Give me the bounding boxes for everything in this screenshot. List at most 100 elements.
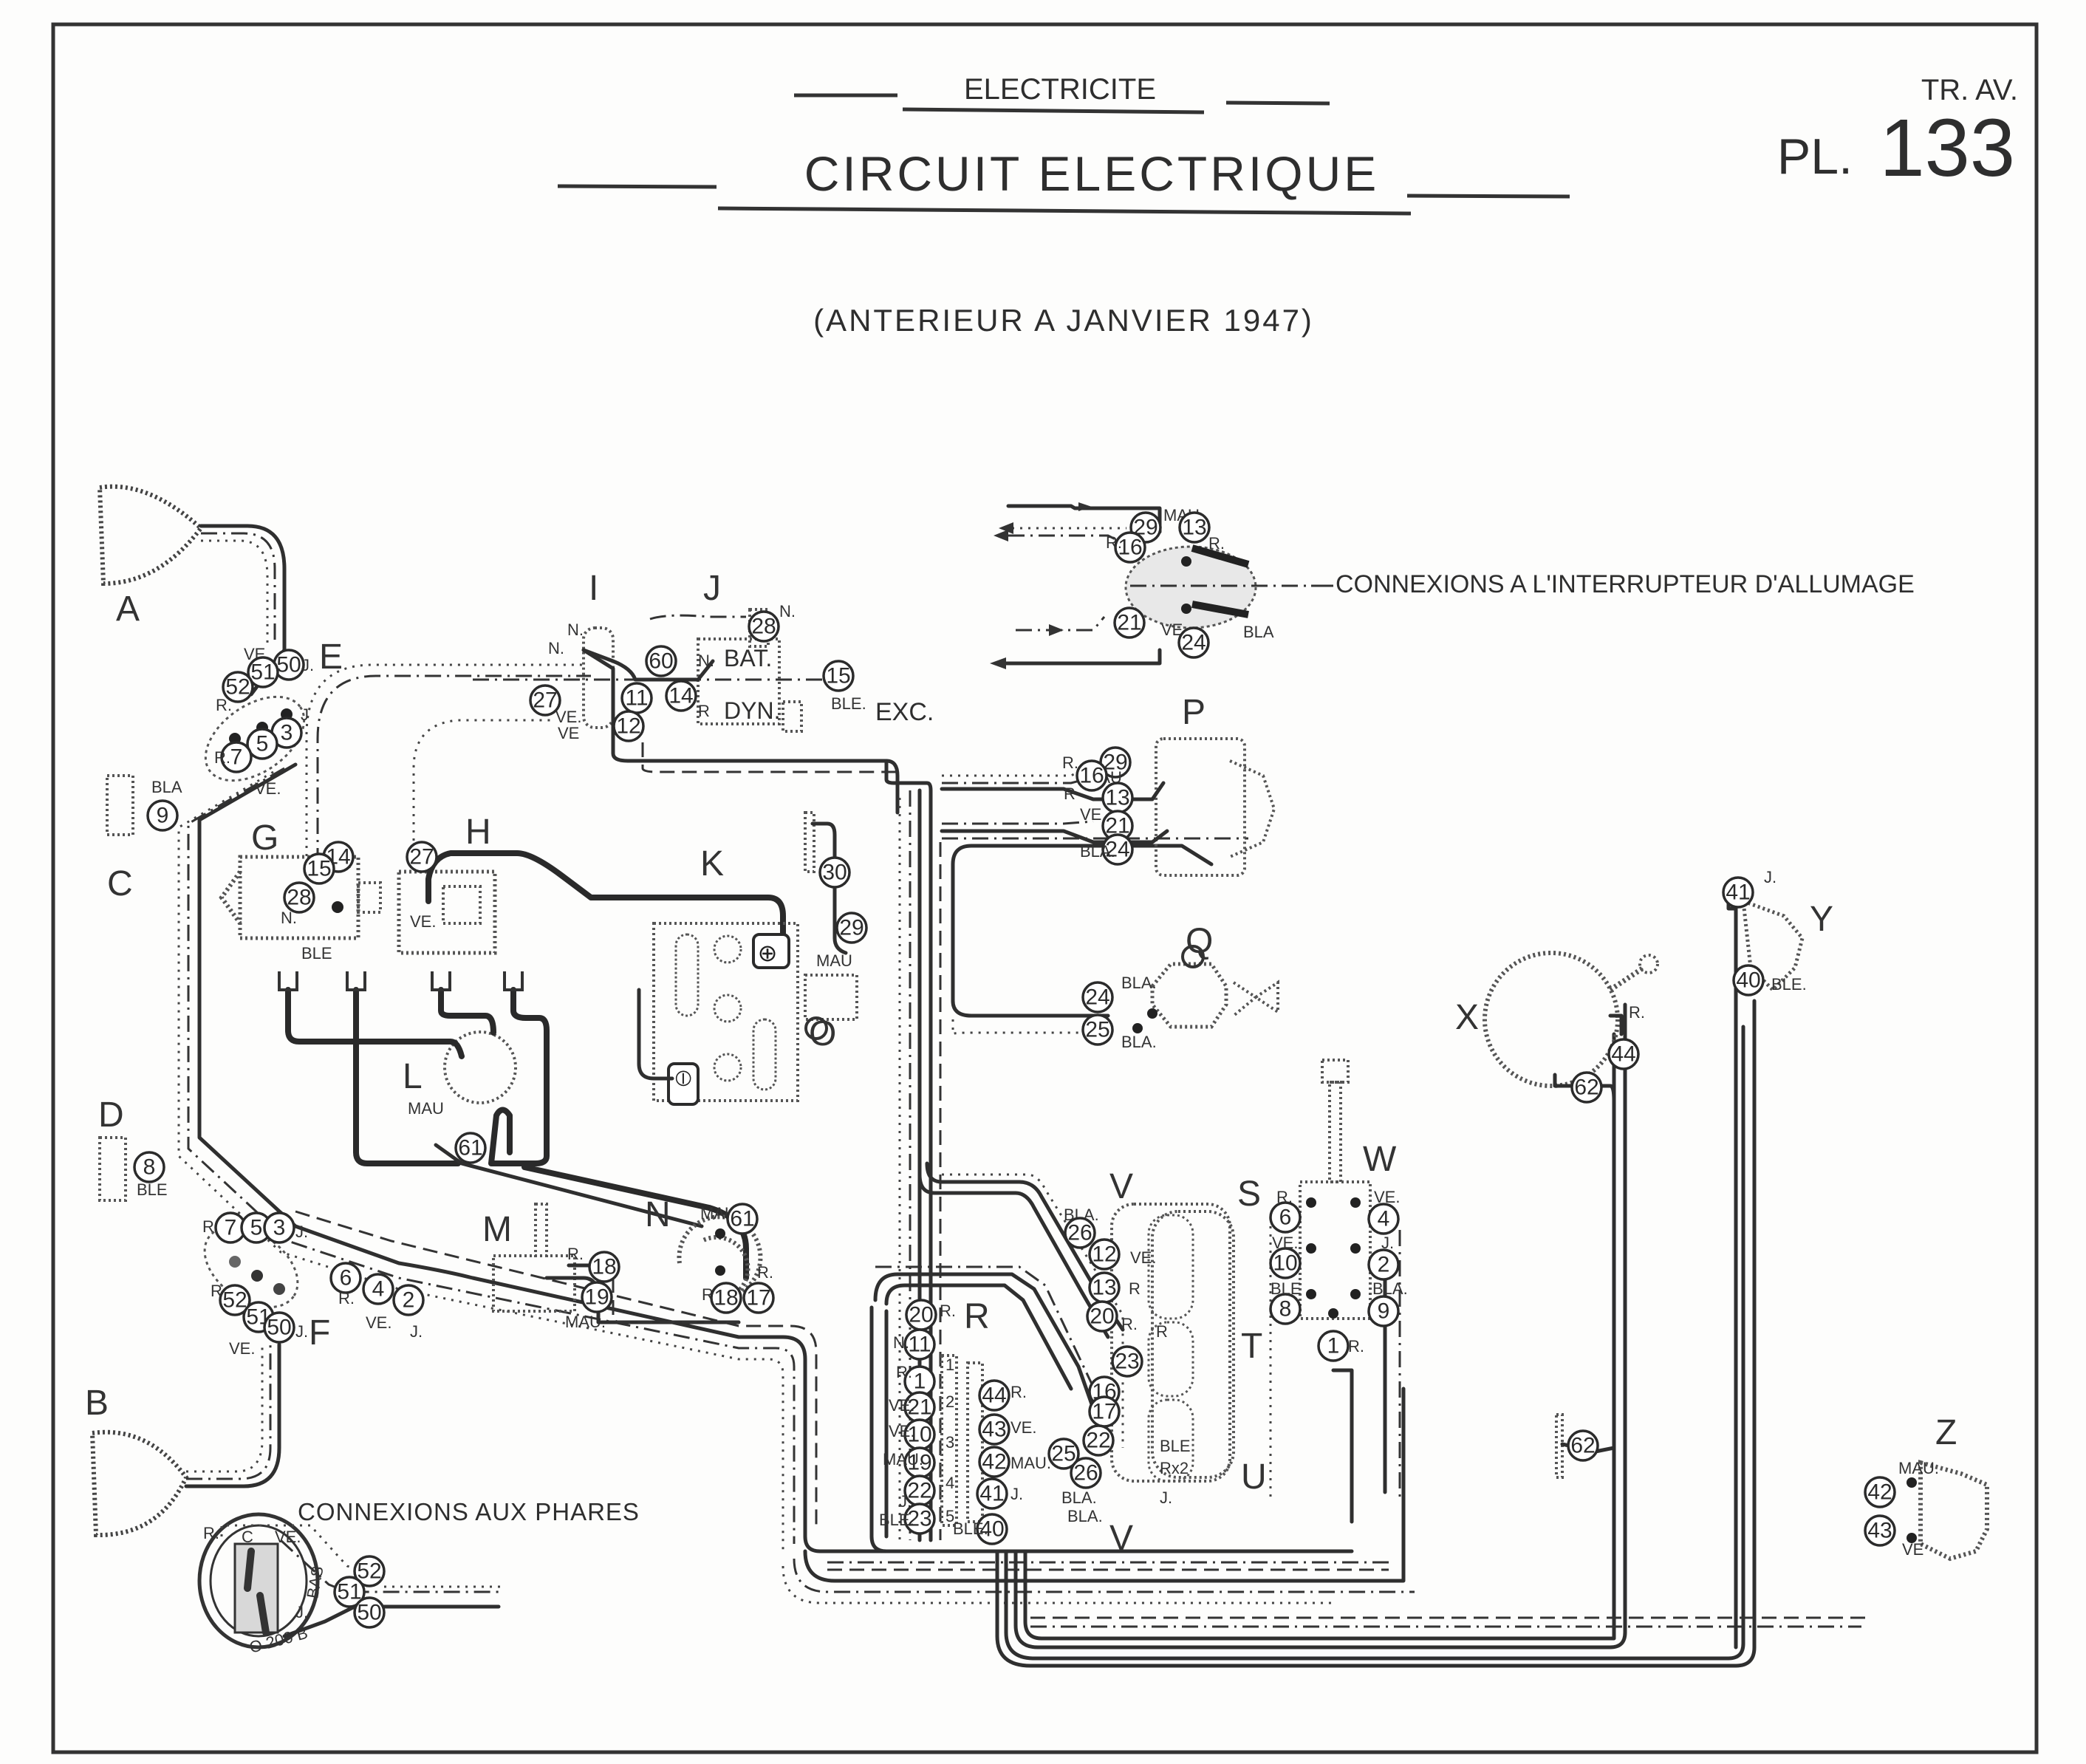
- main-harness: [197, 762, 889, 1553]
- rule: [902, 107, 1205, 114]
- terminal: [1147, 1008, 1157, 1019]
- horn-knob: [1638, 954, 1659, 974]
- headlamp-b: B: [85, 1384, 189, 1538]
- wire-color-label: VE: [1902, 1540, 1923, 1559]
- wire-number-tag: 42: [1864, 1476, 1896, 1508]
- tag-circle: [1070, 1457, 1102, 1489]
- wire-color-code: R.: [940, 1302, 956, 1320]
- wire-color-code: BLA: [151, 778, 182, 796]
- wire-number: 50: [276, 653, 301, 677]
- wire-number: 5: [256, 732, 269, 756]
- coil-end: [1229, 759, 1276, 858]
- wire-color-label: BLE: [1160, 1437, 1191, 1455]
- wire-number-tag: 28: [748, 610, 780, 643]
- wire-number-tag: 13: [1178, 511, 1211, 544]
- terminal: [1181, 556, 1191, 567]
- wire-b: [186, 1344, 272, 1480]
- headlamp-shape: [89, 1429, 189, 1538]
- wire-28: [649, 614, 746, 621]
- tag-circle: [726, 1203, 759, 1235]
- wire-color-code: BLA: [1243, 623, 1274, 641]
- component-lens: [1232, 980, 1279, 1017]
- switch-i-cutout-j: I J BAT. DYN. EXC. BLE. N. N. N. N. R VE…: [548, 569, 934, 742]
- wire-60: [581, 648, 715, 682]
- wire-number-tag: 2: [1367, 1248, 1400, 1281]
- tag-circle: [1064, 1217, 1096, 1249]
- wire-50: [282, 1604, 501, 1638]
- wire-color-label: BLE.: [831, 694, 866, 713]
- wire-number: 62: [1574, 1076, 1598, 1100]
- wire-number-tag: 11: [620, 682, 653, 714]
- rule: [557, 184, 717, 189]
- component-letter-l: L: [403, 1057, 423, 1096]
- cutout-i: [582, 626, 615, 729]
- wire-color-code: R.: [896, 1363, 912, 1381]
- wire-number: 23: [907, 1507, 931, 1531]
- tag-circle: [588, 1251, 620, 1283]
- wire-number: 13: [1092, 1276, 1116, 1300]
- component-q: Q: [1132, 922, 1279, 1033]
- tag-circle: [220, 741, 253, 773]
- wire-number-tag: 52: [222, 671, 254, 703]
- wire-number: 12: [1092, 1242, 1116, 1267]
- wire-number-tag: 5: [246, 728, 278, 760]
- wire-number: 52: [225, 675, 250, 700]
- cell-strap: [674, 933, 700, 1017]
- wire-number-tag: 11: [903, 1328, 936, 1361]
- wire-color-label: N.: [548, 639, 564, 657]
- tag-circle: [976, 1513, 1008, 1545]
- wire-number: 40: [1736, 968, 1760, 993]
- wire-color-code: VE.: [1080, 805, 1106, 824]
- wire-number: 9: [1378, 1299, 1390, 1324]
- wire-number: 41: [979, 1482, 1004, 1506]
- wire-number-tag: 22: [1082, 1424, 1115, 1457]
- wire-number-tag: 40: [1732, 964, 1765, 996]
- switch-w: W: [1299, 1059, 1397, 1320]
- relay-s: [1147, 1214, 1194, 1320]
- wire-number-tag: 29: [835, 912, 868, 944]
- wire-bundle-r: [873, 1272, 1103, 1432]
- wire-13: [940, 781, 1166, 801]
- wire-number: 28: [751, 615, 776, 639]
- component-letter-m: M: [482, 1210, 512, 1249]
- series-code: TR. AV.: [1921, 74, 2018, 106]
- wire-color-code: BLE.: [879, 1511, 914, 1529]
- wire-color-code: R: [211, 1282, 222, 1300]
- wire-color-code: N.: [893, 1333, 909, 1352]
- block-terminal-number: 1: [945, 1356, 954, 1374]
- ignition-switch-detail: CONNEXIONS A L'INTERRUPTEUR D'ALLUMAGE: [990, 502, 1915, 669]
- tag-circle: [1269, 1201, 1302, 1234]
- headlamp-a: A: [97, 484, 205, 629]
- component-letter-e: E: [319, 637, 343, 677]
- exc-terminal: [782, 700, 803, 733]
- minus-icon: ⦶: [674, 1067, 691, 1091]
- wire-color-label: J.: [1160, 1488, 1172, 1507]
- cell-cap: [713, 1053, 742, 1082]
- lower-bundle: [803, 1387, 1406, 1583]
- hv-lead: [353, 987, 461, 1166]
- arrow-icon: [1078, 502, 1092, 511]
- headlamp-shape: [97, 484, 205, 587]
- wire-number-tag: 23: [1111, 1345, 1143, 1378]
- wire-number: 51: [250, 660, 275, 685]
- wire-41: [1726, 884, 1738, 1650]
- tag-circle: [581, 1281, 613, 1313]
- wire-color-code: J.: [1010, 1485, 1023, 1503]
- tag-circle: [246, 728, 278, 760]
- tag-circle: [1567, 1429, 1599, 1462]
- headlamp-switch-detail: CONNEXIONS AUX PHARES R. C VE. J. BAS O …: [197, 1498, 639, 1657]
- component-letter-i: I: [589, 569, 598, 608]
- tag-circle: [1082, 1424, 1115, 1457]
- switch-label-c: C: [242, 1528, 253, 1546]
- wire-number-tag: 24: [1081, 981, 1114, 1013]
- component-letter-c: C: [107, 864, 133, 903]
- wire-number-tag: 9: [1367, 1295, 1400, 1327]
- wire-number-tag: 22: [903, 1474, 936, 1507]
- plug-terminal: [278, 971, 298, 991]
- block-terminal-number: 5: [945, 1507, 954, 1525]
- tag-circle: [263, 1211, 295, 1244]
- wire-color-label: R.: [216, 696, 232, 714]
- tag-circle: [222, 671, 254, 703]
- wire-number: 50: [357, 1601, 381, 1625]
- tag-circle: [1101, 833, 1134, 866]
